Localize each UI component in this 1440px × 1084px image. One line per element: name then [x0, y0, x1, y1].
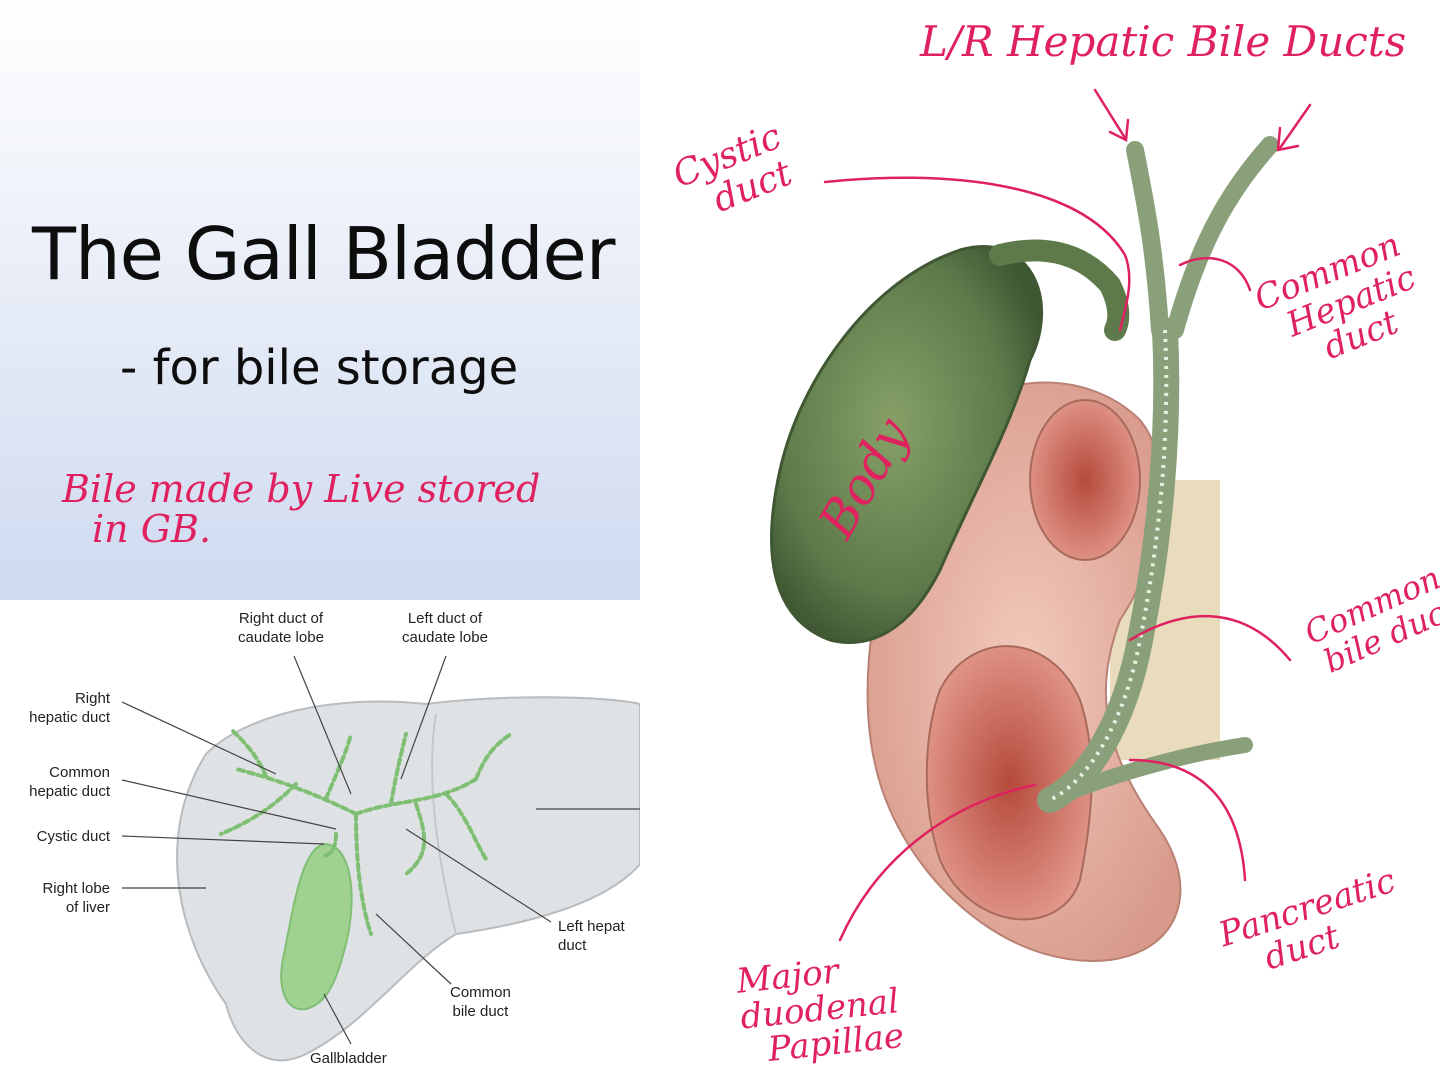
- title-panel: The Gall Bladder - for bile storage: [0, 0, 640, 600]
- pointer-hepatic-right: [1278, 103, 1312, 150]
- label-right-hepatic-duct: Right hepatic duct: [29, 690, 110, 726]
- note-bile-line2: in GB.: [92, 506, 212, 551]
- pointer-hepatic-left-head: [1108, 118, 1130, 142]
- note-major-duodenal-papillae: Major duodenal Papillae: [735, 948, 906, 1071]
- note-lr-hepatic-bile-ducts: L/R Hepatic Bile Ducts: [920, 17, 1407, 66]
- label-right-caudate-duct: Right duct of caudate lobe: [238, 610, 324, 646]
- label-common-hepatic-duct: Common hepatic duct: [29, 764, 110, 800]
- pointer-hepatic-left: [1093, 88, 1127, 140]
- label-common-bile-duct: Common bile duct: [450, 984, 511, 1020]
- biliary-tree: [219, 727, 513, 936]
- pancreatic-duct: [1042, 737, 1253, 808]
- pointer-common-hepatic: [1178, 256, 1252, 292]
- gallbladder-duodenum-illustration: [640, 0, 1440, 1080]
- gallbladder-illustration: [770, 88, 1312, 962]
- duodenal-lower-lumen: [925, 645, 1093, 921]
- right-hepatic-duct: [1166, 136, 1279, 339]
- label-left-hepatic-duct: Left hepat duct: [558, 918, 625, 954]
- left-hepatic-duct: [1126, 141, 1169, 339]
- cystic-duct: [989, 239, 1130, 341]
- gallbladder-shape: [280, 842, 353, 1011]
- pointer-cystic: [823, 176, 1131, 332]
- slide-title: The Gall Bladder: [32, 212, 615, 296]
- liver-diagram: Right duct of caudate lobe Left duct of …: [6, 604, 641, 1074]
- label-cystic-duct: Cystic duct: [36, 828, 110, 845]
- liver-lobe-divide: [431, 713, 457, 935]
- pointer-major-papillae: [838, 783, 1037, 942]
- slide-subtitle: - for bile storage: [120, 340, 519, 396]
- label-right-lobe: Right lobe of liver: [42, 880, 110, 916]
- pointer-pancreatic: [1128, 758, 1247, 882]
- liver-shape: [176, 696, 641, 1062]
- liver-illustration: [121, 655, 641, 1062]
- label-gallbladder: Gallbladder: [310, 1050, 387, 1067]
- duodenal-upper-lumen: [1029, 399, 1141, 561]
- note-bile-line1: Bile made by Live stored: [62, 467, 541, 511]
- pointer-common-bile: [1128, 614, 1292, 662]
- common-bile-duct: [1037, 317, 1180, 813]
- label-left-caudate-duct: Left duct of caudate lobe: [402, 610, 488, 646]
- gallbladder: [770, 245, 1044, 644]
- pointer-hepatic-right-head: [1276, 126, 1300, 152]
- note-bile-storage: Bile made by Live stored in GB.: [62, 467, 541, 551]
